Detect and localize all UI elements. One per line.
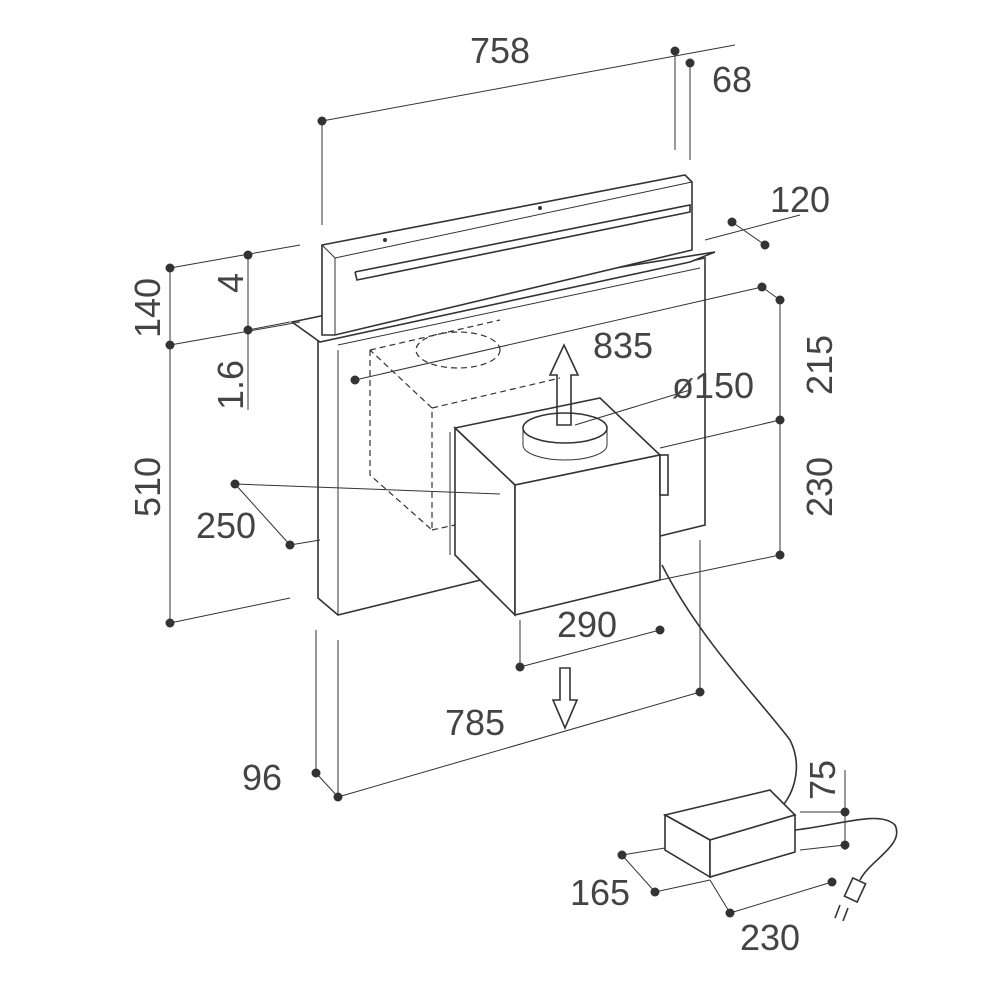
extraction-bar: [321, 174, 701, 346]
dim-label-diameter-150: ø150: [672, 365, 754, 406]
airflow-up-arrow: [548, 343, 580, 426]
dimension-lines: [169, 44, 846, 914]
dim-label-835: 835: [593, 325, 653, 366]
dim-label-140: 140: [127, 278, 168, 338]
dim-label-215: 215: [799, 335, 840, 395]
dim-label-250: 250: [196, 505, 256, 546]
dim-label-758: 758: [470, 30, 530, 71]
dim-label-230-box: 230: [740, 917, 800, 958]
dim-label-230-right: 230: [799, 457, 840, 517]
airflow-down-arrow: [551, 667, 579, 731]
dim-label-4: 4: [210, 273, 251, 293]
dim-label-96: 96: [242, 757, 282, 798]
dim-label-785: 785: [445, 702, 505, 743]
hidden-motor-outline: [369, 319, 561, 532]
power-cable: [661, 564, 798, 809]
dim-label-75: 75: [802, 760, 843, 800]
motor-box: [449, 397, 669, 617]
power-supply-box: [662, 789, 898, 922]
dim-label-68: 68: [712, 59, 752, 100]
dim-label-120: 120: [770, 179, 830, 220]
dim-label-290: 290: [557, 604, 617, 645]
dim-label-510: 510: [127, 457, 168, 517]
dim-label-165: 165: [570, 872, 630, 913]
dimension-points: [165, 46, 850, 918]
dim-label-1-6: 1.6: [210, 360, 251, 410]
